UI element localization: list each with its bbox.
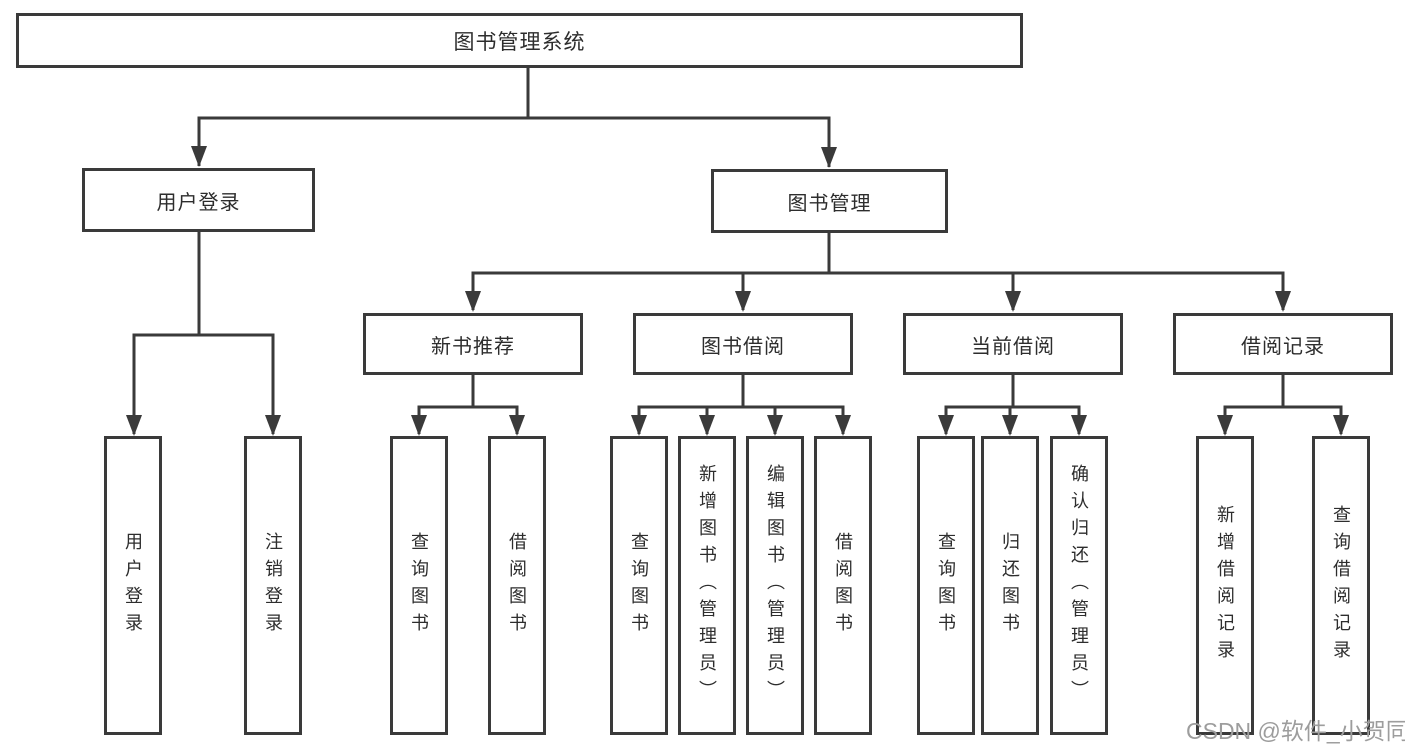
leaf-cb-query-book: 查询图书 bbox=[917, 436, 975, 735]
node-borrowing-records-label: 借阅记录 bbox=[1241, 335, 1325, 358]
watermark: CSDN @软件_小贺同学 bbox=[1186, 718, 1405, 744]
node-book-management-label: 图书管理 bbox=[787, 192, 872, 215]
leaf-logout-label: 注销登录 bbox=[263, 531, 283, 640]
leaf-bb-query-book: 查询图书 bbox=[610, 436, 668, 735]
leaf-bb-edit-book-admin: 编辑图书（管理员） bbox=[746, 436, 804, 735]
leaf-bb-query-book-label: 查询图书 bbox=[629, 531, 649, 640]
leaf-cb-confirm-return-admin: 确认归还（管理员） bbox=[1050, 436, 1108, 735]
leaf-nb-borrow-book-label: 借阅图书 bbox=[507, 531, 527, 640]
node-book-borrowing-label: 图书借阅 bbox=[701, 335, 785, 358]
leaf-logout: 注销登录 bbox=[244, 436, 302, 735]
node-new-book-recommendation: 新书推荐 bbox=[363, 313, 583, 375]
node-current-borrowing: 当前借阅 bbox=[903, 313, 1123, 375]
leaf-bb-borrow-book: 借阅图书 bbox=[814, 436, 872, 735]
leaf-br-query-record-label: 查询借阅记录 bbox=[1331, 504, 1351, 667]
leaf-user-login: 用户登录 bbox=[104, 436, 162, 735]
node-book-management: 图书管理 bbox=[711, 169, 948, 233]
leaf-bb-add-book-admin: 新增图书（管理员） bbox=[678, 436, 736, 735]
leaf-nb-query-book: 查询图书 bbox=[390, 436, 448, 735]
leaf-cb-return-book: 归还图书 bbox=[981, 436, 1039, 735]
node-root: 图书管理系统 bbox=[16, 13, 1023, 68]
leaf-bb-edit-book-admin-label: 编辑图书（管理员） bbox=[765, 464, 785, 707]
leaf-bb-borrow-book-label: 借阅图书 bbox=[833, 531, 853, 640]
node-root-label: 图书管理系统 bbox=[453, 30, 586, 54]
node-user-login: 用户登录 bbox=[82, 168, 315, 232]
leaf-br-query-record: 查询借阅记录 bbox=[1312, 436, 1370, 735]
leaf-nb-query-book-label: 查询图书 bbox=[409, 531, 429, 640]
node-user-login-label: 用户登录 bbox=[156, 191, 241, 214]
node-new-book-recommendation-label: 新书推荐 bbox=[431, 335, 515, 358]
leaf-cb-confirm-return-admin-label: 确认归还（管理员） bbox=[1069, 464, 1089, 707]
node-current-borrowing-label: 当前借阅 bbox=[971, 335, 1055, 358]
leaf-nb-borrow-book: 借阅图书 bbox=[488, 436, 546, 735]
leaf-cb-query-book-label: 查询图书 bbox=[936, 531, 956, 640]
leaf-bb-add-book-admin-label: 新增图书（管理员） bbox=[697, 464, 717, 707]
leaf-br-add-record: 新增借阅记录 bbox=[1196, 436, 1254, 735]
node-book-borrowing: 图书借阅 bbox=[633, 313, 853, 375]
node-borrowing-records: 借阅记录 bbox=[1173, 313, 1393, 375]
leaf-cb-return-book-label: 归还图书 bbox=[1000, 531, 1020, 640]
leaf-user-login-label: 用户登录 bbox=[123, 531, 143, 640]
leaf-br-add-record-label: 新增借阅记录 bbox=[1215, 504, 1235, 667]
